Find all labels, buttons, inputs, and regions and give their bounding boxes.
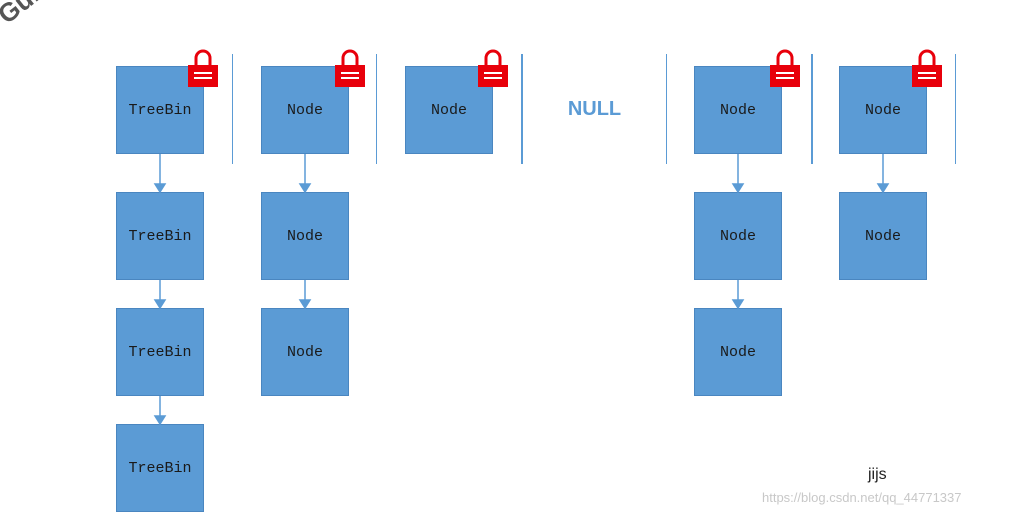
lock-icon bbox=[478, 49, 508, 87]
lock-icon bbox=[188, 49, 218, 87]
lock-icon bbox=[912, 49, 942, 87]
arrow-head bbox=[731, 183, 745, 194]
chain-node: Node bbox=[694, 192, 782, 280]
lock-icon bbox=[335, 49, 365, 87]
chain-node: Node bbox=[839, 192, 927, 280]
chain-node: TreeBin bbox=[116, 308, 204, 396]
slot-node-2: Node bbox=[405, 66, 493, 154]
chain-node: TreeBin bbox=[116, 424, 204, 512]
arrow-head bbox=[153, 183, 167, 194]
chain-node: Node bbox=[261, 192, 349, 280]
arrow-head bbox=[731, 299, 745, 310]
arrow-head bbox=[153, 299, 167, 310]
arrow-head bbox=[153, 415, 167, 426]
arrow-head bbox=[298, 299, 312, 310]
table-slot-3 bbox=[521, 54, 667, 164]
url-watermark: https://blog.csdn.net/qq_44771337 bbox=[762, 490, 962, 505]
slot-node-1: Node bbox=[261, 66, 349, 154]
arrow-head bbox=[298, 183, 312, 194]
author-label: jijs bbox=[868, 466, 887, 483]
slot-null-label: NULL bbox=[567, 97, 622, 120]
lock-icon bbox=[770, 49, 800, 87]
arrow-head bbox=[876, 183, 890, 194]
chain-node: TreeBin bbox=[116, 192, 204, 280]
slot-node-4: Node bbox=[694, 66, 782, 154]
chain-node: Node bbox=[261, 308, 349, 396]
